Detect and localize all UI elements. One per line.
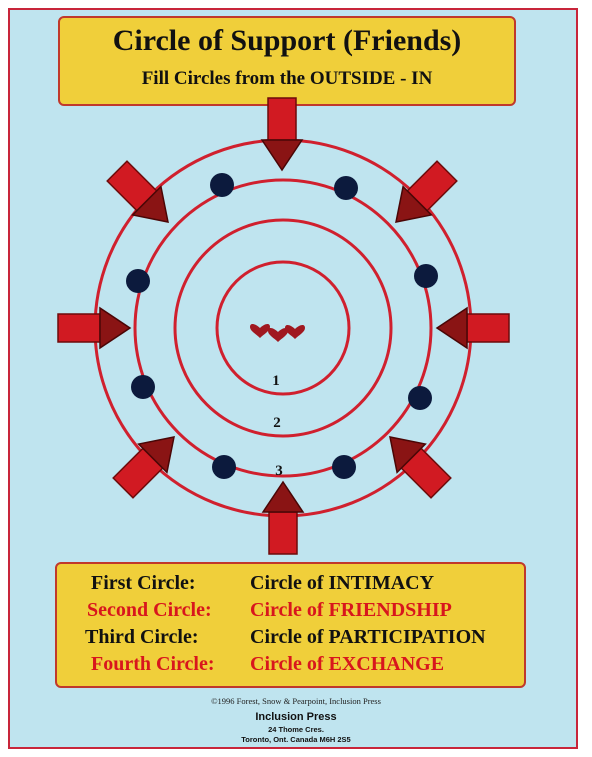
legend-circle-label: First Circle: xyxy=(91,572,196,594)
ring-number-3: 3 xyxy=(275,463,283,479)
person-dot xyxy=(131,375,155,399)
legend-row-fourth: Fourth Circle: Circle of EXCHANGE xyxy=(57,653,524,679)
publisher-address-line2: Toronto, Ont. Canada M6H 2S5 xyxy=(241,735,351,744)
person-dot xyxy=(332,455,356,479)
legend-circle-label: Third Circle: xyxy=(85,626,199,648)
ring-numbers: 1 2 3 xyxy=(272,373,283,479)
legend-circle-label: Second Circle: xyxy=(87,599,212,621)
legend-row-second: Second Circle: Circle of FRIENDSHIP xyxy=(57,599,524,625)
page-title: Circle of Support (Friends) xyxy=(112,24,462,57)
person-dots xyxy=(126,173,438,479)
arrow-icon-bottom-left xyxy=(112,436,175,499)
legend-circle-name: Circle of EXCHANGE xyxy=(250,653,445,675)
person-dot xyxy=(212,455,236,479)
legend-row-third: Third Circle: Circle of PARTICIPATION xyxy=(57,626,524,652)
arrow-icon-top-right xyxy=(395,160,458,223)
legend-box: First Circle: Circle of INTIMACY Second … xyxy=(55,562,526,688)
legend-circle-label: Fourth Circle: xyxy=(91,653,215,675)
legend-circle-name: Circle of INTIMACY xyxy=(250,572,435,594)
person-dot xyxy=(334,176,358,200)
person-dot xyxy=(126,269,150,293)
ring-middle xyxy=(173,218,393,438)
publisher-address-line1: 24 Thome Cres. xyxy=(268,725,324,734)
arrow-icon-right xyxy=(435,306,510,350)
person-dot xyxy=(414,264,438,288)
legend-circle-name: Circle of PARTICIPATION xyxy=(250,626,486,648)
ring-inner xyxy=(215,260,351,396)
ring-third xyxy=(133,178,433,478)
person-dot xyxy=(210,173,234,197)
title-box: Circle of Support (Friends) Fill Circles… xyxy=(58,16,516,106)
arrow-icon-top-left xyxy=(106,160,169,223)
arrow-icon-bottom-right xyxy=(389,436,452,499)
copyright-text: ©1996 Forest, Snow & Pearpoint, Inclusio… xyxy=(211,696,381,706)
ring-number-1: 1 xyxy=(272,373,280,389)
legend-row-first: First Circle: Circle of INTIMACY xyxy=(57,572,524,598)
arrow-icon-bottom xyxy=(261,480,305,555)
ring-number-2: 2 xyxy=(273,415,281,431)
publisher-name: Inclusion Press xyxy=(255,711,337,723)
legend-circle-name: Circle of FRIENDSHIP xyxy=(250,599,452,621)
arrow-icon-left xyxy=(57,306,132,350)
person-dot xyxy=(408,386,432,410)
page-subtitle: Fill Circles from the OUTSIDE - IN xyxy=(141,68,433,89)
inward-arrows xyxy=(57,97,510,555)
arrow-icon-top xyxy=(260,97,304,172)
hearts-icon xyxy=(250,324,305,342)
